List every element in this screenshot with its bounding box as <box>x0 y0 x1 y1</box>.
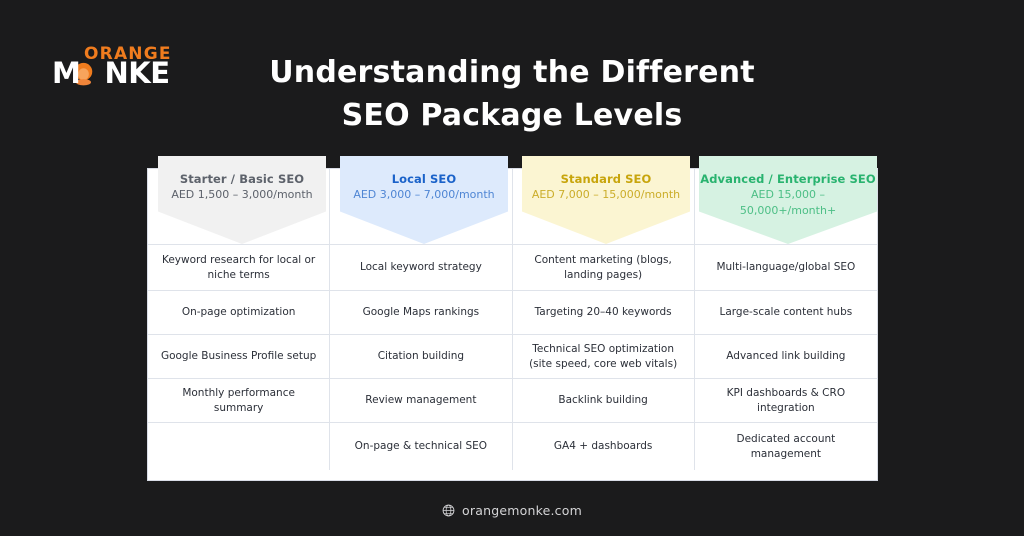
table-cell: KPI dashboards & CRO integration <box>694 379 877 423</box>
package-banner-price: AED 3,000 – 7,000/month <box>353 188 495 202</box>
table-cell: Google Business Profile setup <box>148 335 331 379</box>
table-cell: On-page optimization <box>148 291 331 335</box>
logo-monke-text: MONKE <box>52 59 170 88</box>
brand-logo[interactable]: ORANGE MONKE <box>52 46 172 94</box>
table-cell: Monthly performance summary <box>148 379 331 423</box>
table-cell: Multi-language/global SEO <box>694 245 877 291</box>
package-banner-title: Local SEO <box>391 172 457 186</box>
package-banner-price: AED 15,000 – 50,000+/month+ <box>739 188 837 218</box>
table-cell: Content marketing (blogs, landing pages) <box>512 245 695 291</box>
table-header-cell <box>694 169 877 245</box>
table-cell: Review management <box>330 379 513 423</box>
table-cell: Backlink building <box>512 379 695 423</box>
table-grid: Keyword research for local or niche term… <box>148 169 877 480</box>
package-banner-title: Standard SEO <box>560 172 652 186</box>
logo-monke-pre: M <box>52 56 81 90</box>
package-banner-price: AED 1,500 – 3,000/month <box>171 188 313 202</box>
table-cell: Google Maps rankings <box>330 291 513 335</box>
package-banner-price: AED 7,000 – 15,000/month <box>531 188 681 202</box>
globe-icon <box>442 504 455 517</box>
table-cell: Large-scale content hubs <box>694 291 877 335</box>
package-banner-title: Starter / Basic SEO <box>179 172 305 186</box>
page-title-line-1: Understanding the Different <box>269 55 755 90</box>
table-cell: Citation building <box>330 335 513 379</box>
page-title: Understanding the Different SEO Package … <box>0 52 1024 137</box>
table-cell: Keyword research for local or niche term… <box>148 245 331 291</box>
package-banner-title: Advanced / Enterprise SEO <box>700 172 876 186</box>
table-cell: Dedicated account management <box>736 432 836 460</box>
page-title-line-2: SEO Package Levels <box>341 97 683 133</box>
package-header-banners: Starter / Basic SEO AED 1,500 – 3,000/mo… <box>147 156 878 256</box>
table-cell <box>148 423 331 470</box>
logo-orange-text: ORANGE <box>84 44 172 64</box>
table-cell: Targeting 20–40 keywords <box>512 291 695 335</box>
logo-monke-post: NKE <box>104 56 171 90</box>
table-cell: Advanced link building <box>694 335 877 379</box>
table-header-cell <box>330 169 513 245</box>
footer: orangemonke.com <box>0 503 1024 518</box>
monkey-icon <box>74 62 93 86</box>
footer-website[interactable]: orangemonke.com <box>462 503 582 518</box>
table-cell: GA4 + dashboards <box>513 423 695 470</box>
table-cell: Technical SEO optimization (site speed, … <box>512 335 695 379</box>
table-header-cell <box>512 169 695 245</box>
table-cell: Local keyword strategy <box>330 245 513 291</box>
table-header-cell <box>148 169 331 245</box>
table-cell: On-page & technical SEO <box>330 423 513 470</box>
